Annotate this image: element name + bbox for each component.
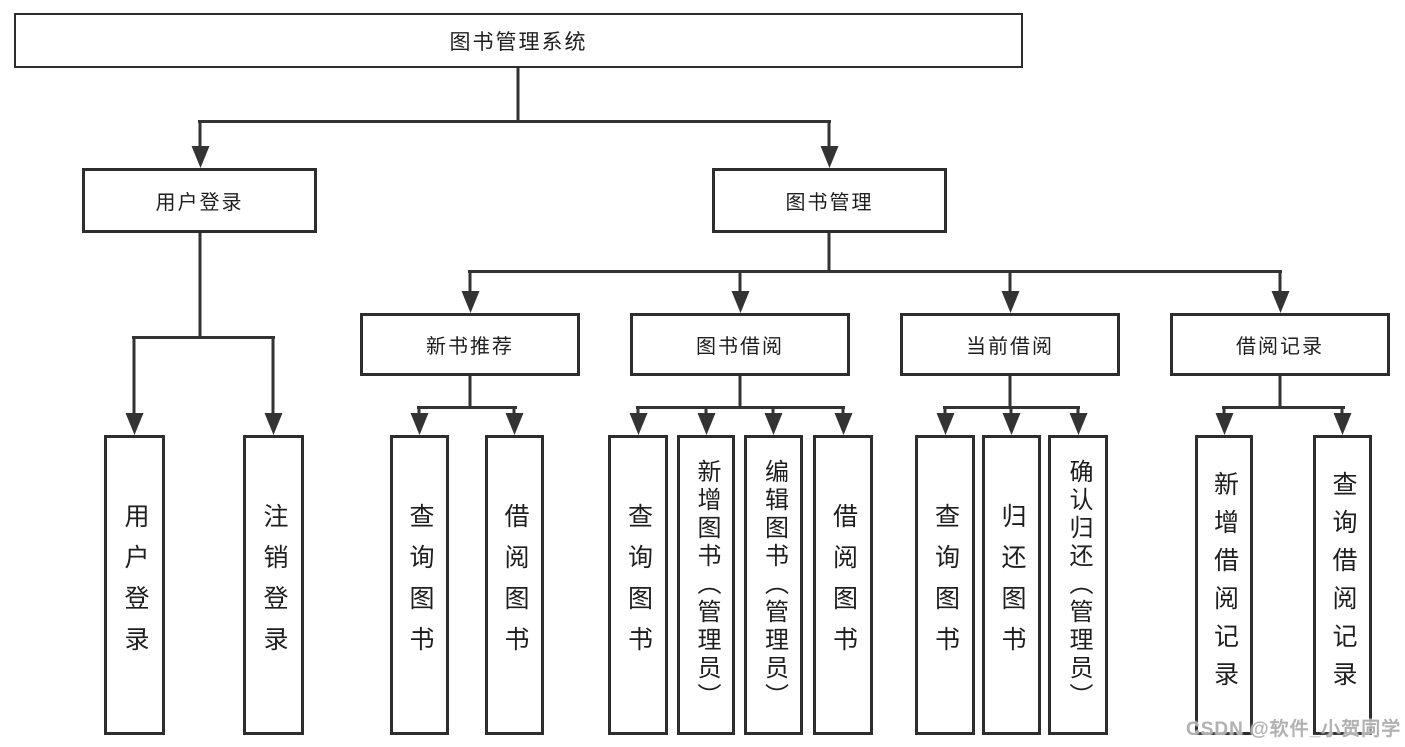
connector-arrow: [512, 407, 516, 413]
node-label: 编辑图书（管理员）: [760, 459, 788, 711]
connector-line: [827, 233, 831, 273]
connector-arrow: [827, 120, 831, 146]
node-logout: 注销登录: [243, 435, 304, 735]
connector-arrow: [1222, 407, 1226, 413]
connector-arrow: [132, 336, 136, 413]
node-label: 新增借阅记录: [1210, 471, 1239, 699]
node-library-management-system: 图书管理系统: [14, 13, 1023, 68]
connector-line: [132, 336, 275, 339]
connector-line: [198, 120, 831, 123]
node-label: 确认归还（管理员）: [1065, 459, 1092, 711]
node-book-borrowing: 图书借阅: [630, 313, 850, 376]
node-label: 查询图书: [624, 503, 653, 667]
connector-line: [1008, 376, 1012, 409]
node-label: 图书管理系统: [449, 30, 588, 54]
node-label: 用户登录: [155, 192, 244, 214]
connector-arrow: [271, 336, 275, 413]
node-add-borrow-record: 新增借阅记录: [1195, 435, 1253, 735]
node-return-book: 归还图书: [982, 435, 1041, 735]
node-edit-book-admin: 编辑图书（管理员）: [744, 435, 803, 735]
node-borrowing-records: 借阅记录: [1170, 313, 1390, 376]
connector-arrow: [943, 407, 947, 413]
connector-line: [516, 68, 520, 123]
connector-arrow: [841, 407, 845, 413]
node-current-borrowing: 当前借阅: [900, 313, 1120, 376]
node-label: 新书推荐: [426, 336, 514, 358]
node-label: 图书借阅: [696, 336, 784, 358]
node-label: 借阅记录: [1236, 336, 1324, 358]
connector-arrow: [468, 271, 472, 291]
node-user-login-action: 用户登录: [104, 435, 165, 735]
node-label: 用户登录: [121, 503, 149, 667]
connector-arrow: [1278, 271, 1282, 291]
connector-line: [636, 406, 845, 409]
connector-line: [468, 270, 1282, 273]
connector-arrow: [417, 407, 421, 413]
node-label: 新增图书（管理员）: [693, 459, 720, 711]
node-label: 查询图书: [931, 503, 960, 667]
connector-line: [1278, 376, 1282, 409]
connector-line: [198, 233, 202, 339]
node-book-management: 图书管理: [712, 168, 947, 233]
node-query-borrow-record: 查询借阅记录: [1313, 435, 1372, 735]
node-label: 注销登录: [260, 503, 288, 667]
node-query-books-recommend: 查询图书: [390, 435, 449, 735]
node-borrow-books-borrowing: 借阅图书: [813, 435, 873, 735]
connector-arrow: [198, 120, 202, 146]
connector-line: [468, 376, 472, 409]
node-confirm-return-admin: 确认归还（管理员）: [1048, 435, 1108, 735]
node-label: 查询图书: [406, 503, 434, 667]
connector-line: [417, 406, 517, 409]
node-label: 借阅图书: [829, 503, 858, 667]
connector-line: [1222, 406, 1345, 409]
connector-arrow: [704, 407, 708, 413]
node-borrow-books-recommend: 借阅图书: [485, 435, 544, 735]
node-user-login: 用户登录: [82, 168, 317, 233]
node-label: 图书管理: [785, 192, 874, 214]
connector-arrow: [1076, 407, 1080, 413]
node-query-books-current: 查询图书: [915, 435, 975, 735]
node-label: 借阅图书: [501, 503, 529, 667]
node-query-books-borrowing: 查询图书: [608, 435, 668, 735]
node-label: 查询借阅记录: [1329, 471, 1357, 699]
csdn-watermark: CSDN @软件_小贺同学: [1186, 719, 1402, 740]
connector-arrow: [1009, 407, 1013, 413]
node-new-book-recommend: 新书推荐: [360, 313, 580, 376]
connector-line: [738, 376, 742, 409]
connector-arrow: [636, 407, 640, 413]
connector-arrow: [738, 271, 742, 291]
connector-arrow: [771, 407, 775, 413]
node-label: 当前借阅: [966, 336, 1054, 358]
node-label: 归还图书: [998, 503, 1026, 667]
connector-arrow: [1008, 271, 1012, 291]
connector-arrow: [1340, 407, 1344, 413]
node-add-book-admin: 新增图书（管理员）: [677, 435, 735, 735]
